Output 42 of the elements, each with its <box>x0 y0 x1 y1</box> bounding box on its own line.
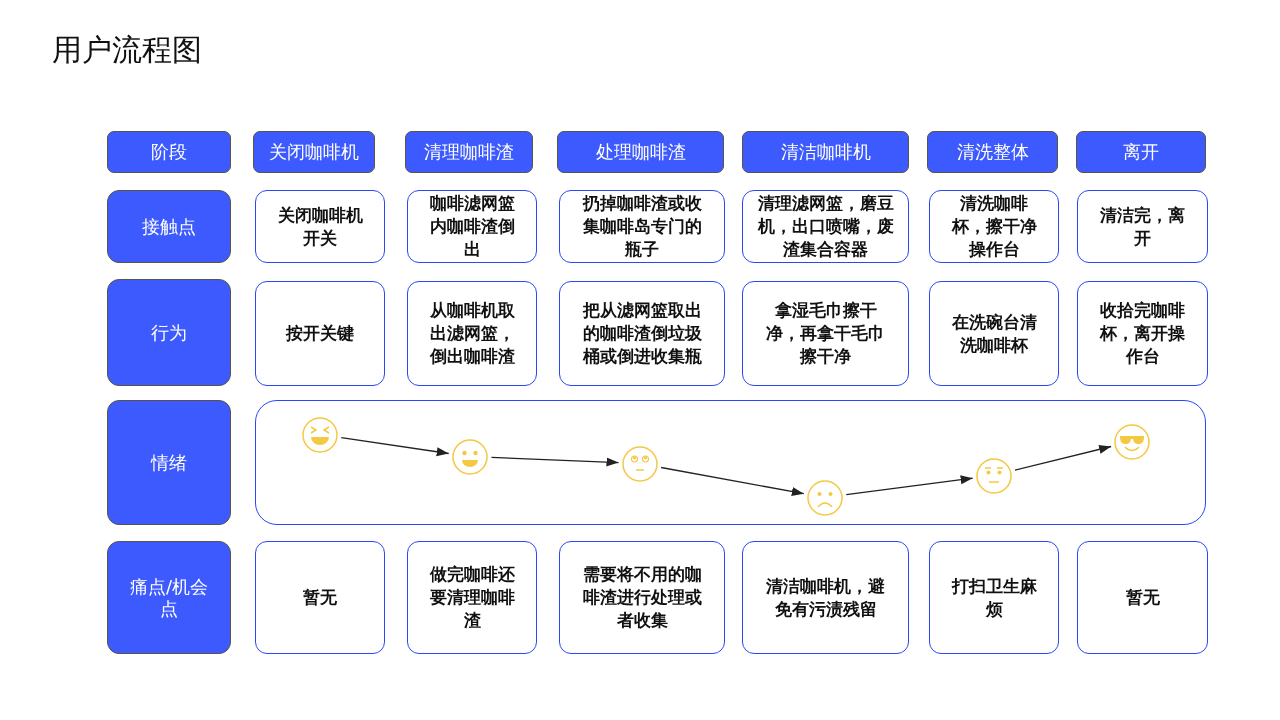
touchpoint-card: 清洁完，离开 <box>1077 190 1208 263</box>
pain-point-card: 暂无 <box>255 541 385 654</box>
arrow <box>660 466 805 496</box>
touchpoint-card: 清洗咖啡杯，擦干净操作台 <box>929 190 1059 263</box>
stage-header: 处理咖啡渣 <box>557 131 724 173</box>
stage-header: 离开 <box>1076 131 1206 173</box>
arrow <box>1014 445 1112 471</box>
grinning-face-icon <box>451 438 488 475</box>
row-label: 痛点/机会点 <box>107 541 231 654</box>
touchpoint-card: 扔掉咖啡渣或收集咖啡岛专门的瓶子 <box>559 190 725 263</box>
touchpoint-card: 咖啡滤网篮内咖啡渣倒出 <box>407 190 537 263</box>
pain-point-card: 暂无 <box>1077 541 1208 654</box>
touchpoint-card: 关闭咖啡机开关 <box>255 190 385 263</box>
sad-face-icon <box>806 479 843 516</box>
arrow <box>340 437 450 457</box>
row-label: 情绪 <box>107 400 231 525</box>
action-card: 按开关键 <box>255 281 385 386</box>
action-card: 把从滤网篮取出的咖啡渣倒垃圾桶或倒进收集瓶 <box>559 281 725 386</box>
neutral-face-icon <box>975 457 1012 494</box>
arrow <box>490 456 620 467</box>
sunglasses-face-icon <box>1113 423 1150 460</box>
stage-header: 关闭咖啡机 <box>253 131 375 173</box>
eye-roll-face-icon <box>621 445 658 482</box>
arrow <box>845 475 974 496</box>
row-label: 阶段 <box>107 131 231 173</box>
action-card: 从咖啡机取出滤网篮，倒出咖啡渣 <box>407 281 537 386</box>
pain-point-card: 打扫卫生麻烦 <box>929 541 1059 654</box>
stage-header: 清洗整体 <box>927 131 1058 173</box>
stage-header: 清洁咖啡机 <box>742 131 909 173</box>
pain-point-card: 做完咖啡还要清理咖啡渣 <box>407 541 537 654</box>
emotion-panel <box>255 400 1206 525</box>
pain-point-card: 清洁咖啡机，避免有污渍残留 <box>742 541 909 654</box>
row-label: 接触点 <box>107 190 231 263</box>
action-card: 收拾完咖啡杯，离开操作台 <box>1077 281 1208 386</box>
stage-header: 清理咖啡渣 <box>405 131 533 173</box>
action-card: 在洗碗台清洗咖啡杯 <box>929 281 1059 386</box>
action-card: 拿湿毛巾擦干净，再拿干毛巾擦干净 <box>742 281 909 386</box>
laughing-face-icon <box>301 416 338 453</box>
row-label: 行为 <box>107 279 231 386</box>
diagram-title: 用户流程图 <box>52 31 202 69</box>
touchpoint-card: 清理滤网篮，磨豆机，出口喷嘴，废渣集合容器 <box>742 190 909 263</box>
pain-point-card: 需要将不用的咖啡渣进行处理或者收集 <box>559 541 725 654</box>
